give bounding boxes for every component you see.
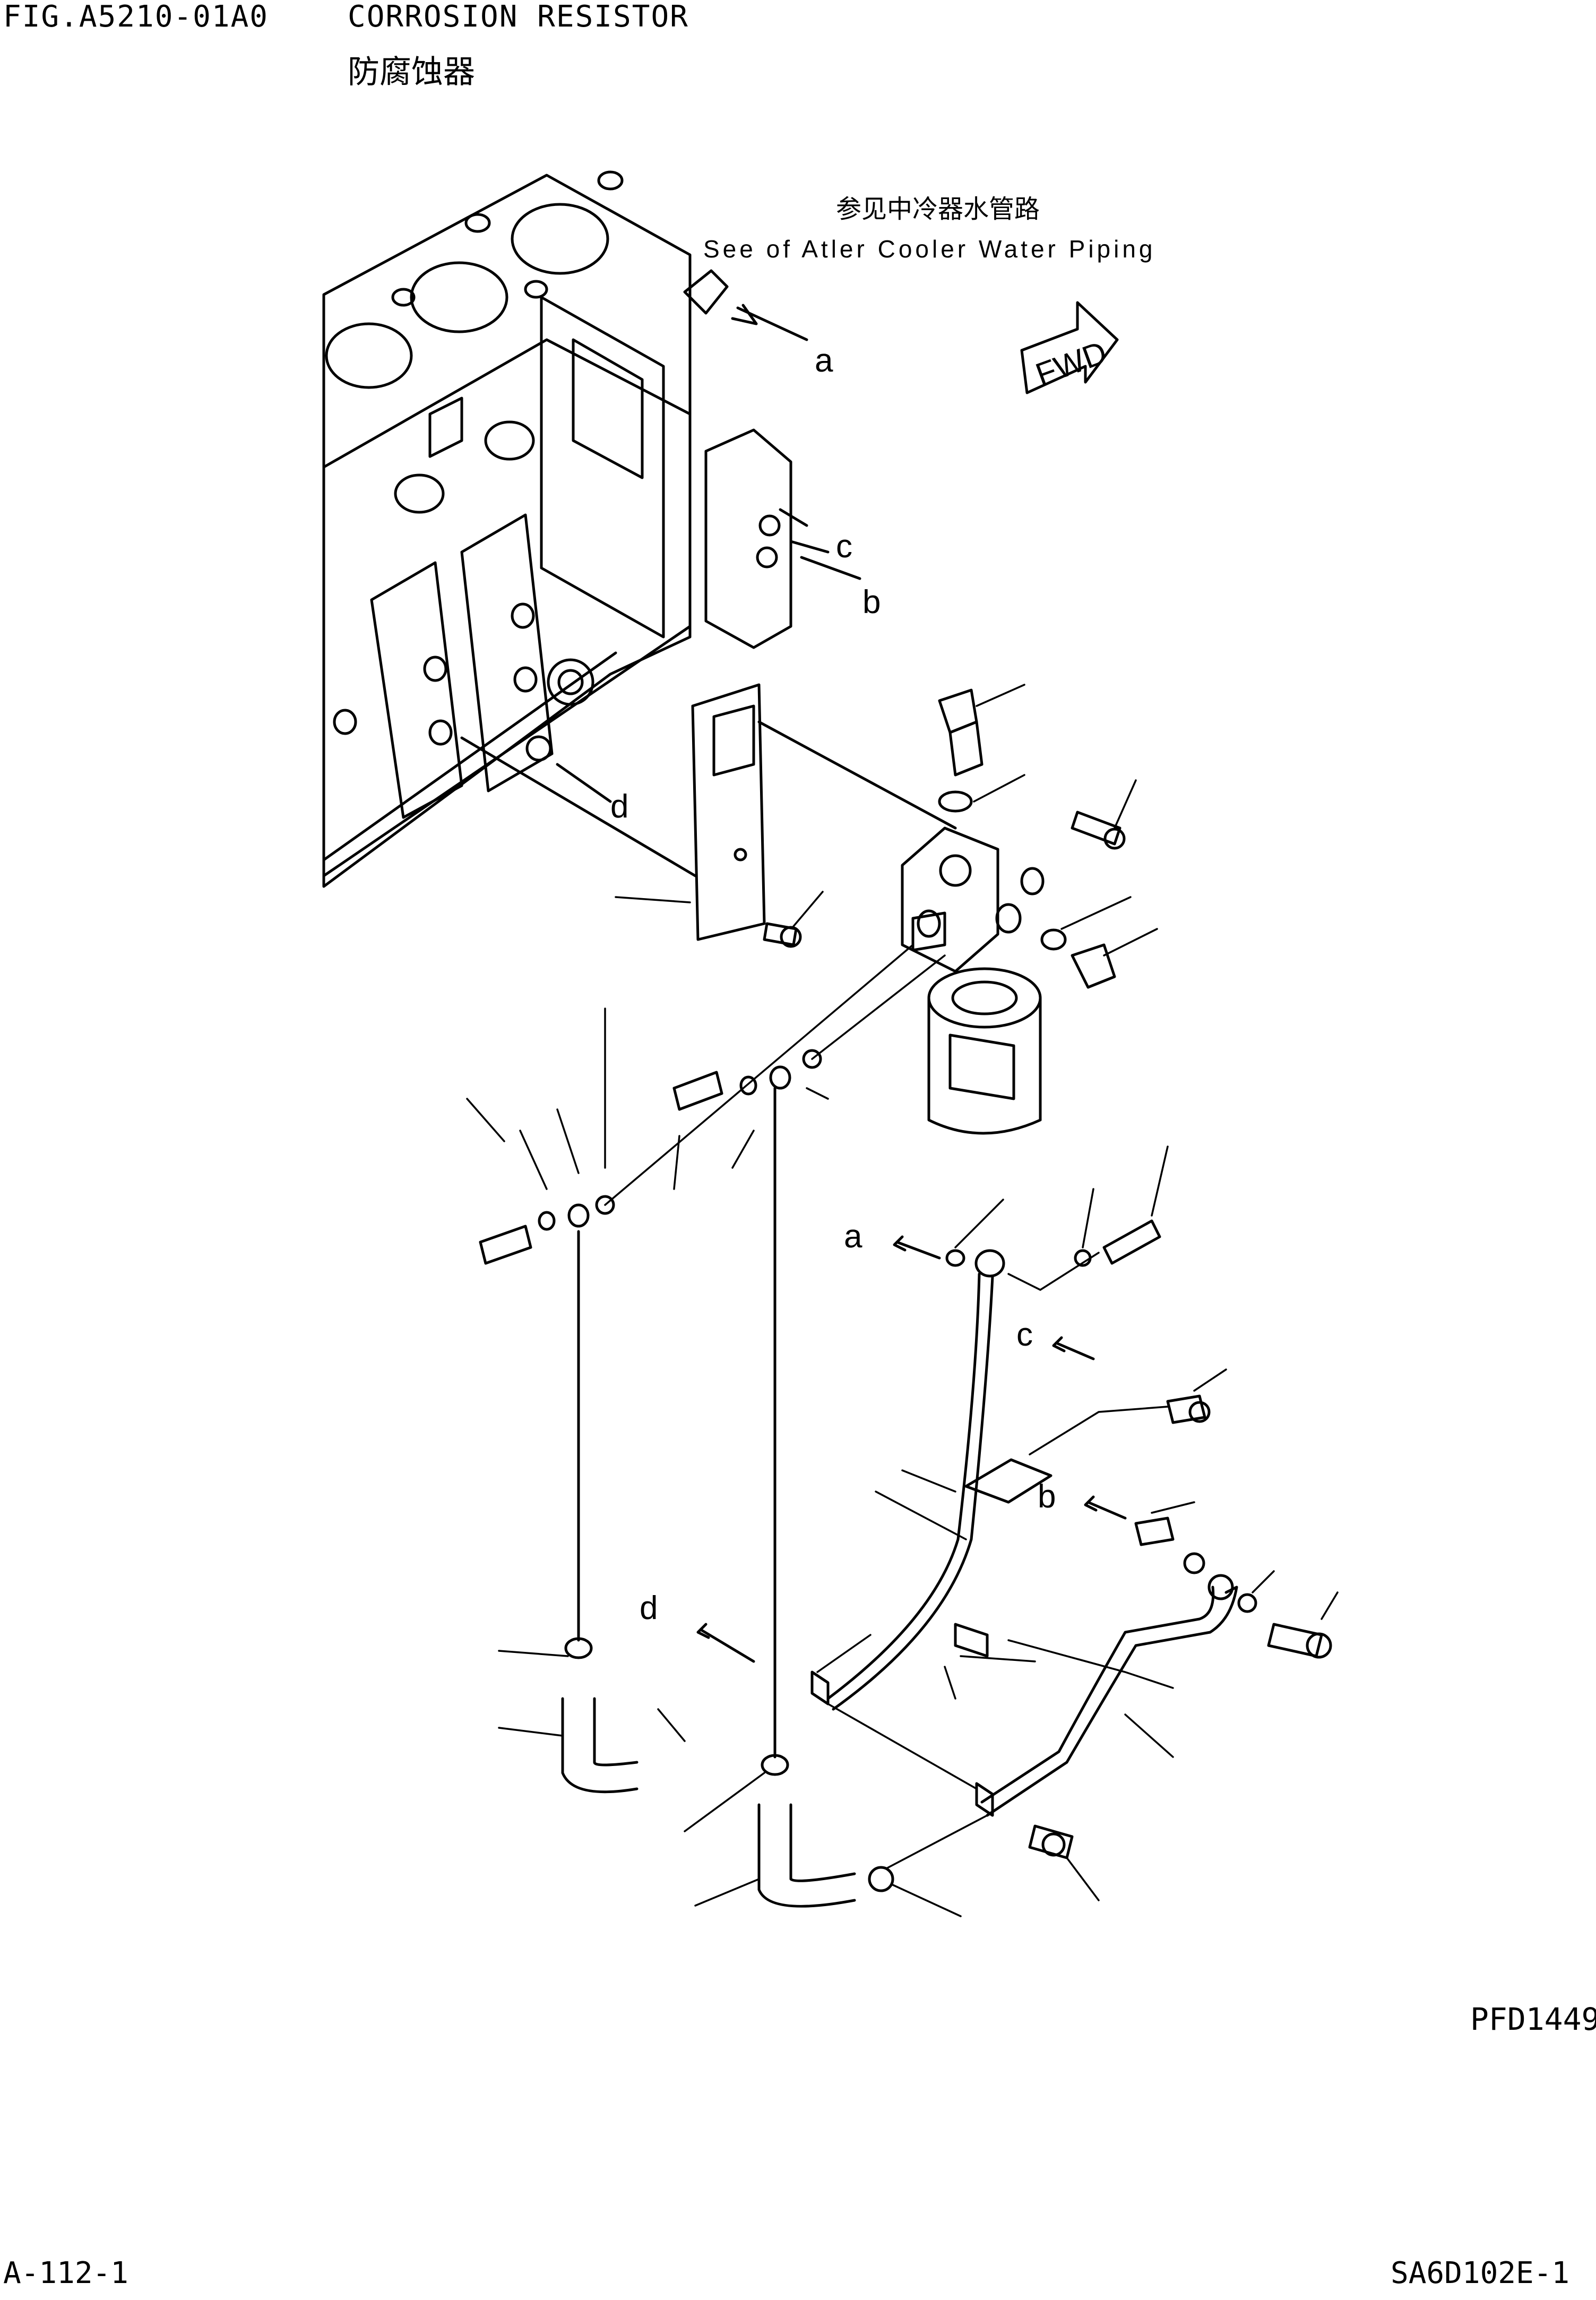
page-number: A-112-1 [3,2256,129,2290]
sensor-valve-right [1040,896,1158,989]
note-text-cn: 参见中冷器水管路 [836,195,1040,223]
callout-letter-a-bottom: a [844,1218,862,1255]
callout-letter-b-top: b [862,584,881,621]
corrosion-resistor-head [901,826,1045,973]
drain-valve-top [938,684,1025,813]
callout-arrows [556,304,861,803]
title-english: CORROSION RESISTOR [348,0,689,34]
title-chinese: 防腐蚀器 [348,54,475,91]
forward-direction-marker: FWD [1020,301,1119,394]
lower-callout-arrows [696,1235,1127,1663]
right-tube-assembly [810,1145,1339,1917]
callout-letter-d-bottom: d [640,1590,658,1626]
corrosion-resistor-cartridge [927,967,1042,1135]
figure-code: PFD1449 [1470,2001,1596,2037]
figure-number: FIG.A5210-01A0 [3,0,269,34]
callout-letter-b-bottom: b [1038,1478,1056,1515]
model-code: SA6D102E-1 [1391,2256,1570,2290]
callout-letter-d-top: d [610,788,628,825]
callout-letter-a-top: a [815,342,833,379]
left-tube-assembly [466,944,946,1908]
note-text-en: See of Atler Cooler Water Piping [703,235,1156,263]
engine-block [322,170,792,888]
bracket-plate [460,683,957,941]
callout-letter-c-top: c [836,528,852,565]
callout-letter-c-bottom: c [1016,1316,1033,1353]
bolts-upper [763,779,1137,948]
